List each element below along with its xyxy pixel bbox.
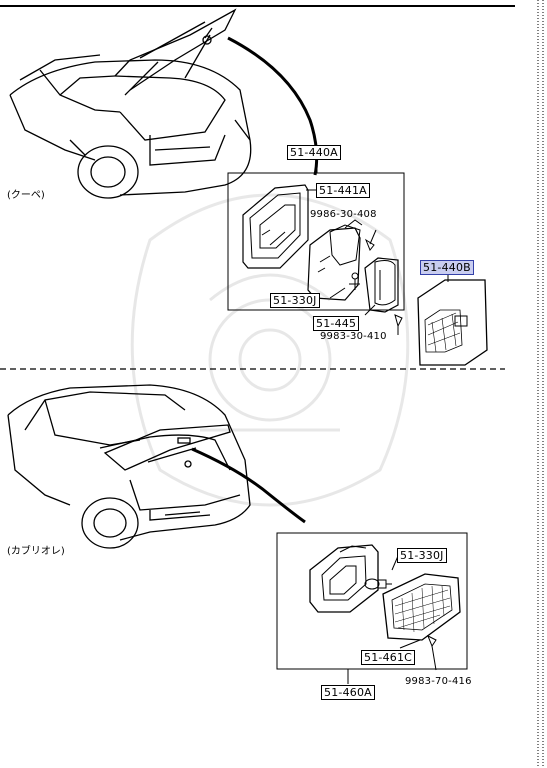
part-number-upper-bracket-screw[interactable]: 9983-30-410 [320, 331, 387, 342]
part-label-upper-lens-highlighted[interactable]: 51-440B [420, 260, 474, 275]
part-label-upper-assembly[interactable]: 51-440A [287, 145, 341, 160]
part-label-upper-housing[interactable]: 51-441A [316, 183, 370, 198]
part-label-lower-bulb[interactable]: 51-330J [397, 548, 447, 563]
variant-label-coupe: (クーペ) [7, 190, 45, 201]
coupe-car-illustration [9, 8, 252, 199]
part-number-lower-screw[interactable]: 9983-70-416 [405, 676, 472, 687]
lower-assembly-frame [276, 532, 468, 670]
part-number-upper-screw[interactable]: 9986-30-408 [310, 209, 377, 220]
variant-label-cabriolet: (カブリオレ) [7, 546, 65, 557]
part-label-upper-bracket[interactable]: 51-445 [313, 316, 360, 331]
cabriolet-leader-curve [191, 447, 306, 524]
cabriolet-car-illustration [7, 384, 251, 549]
upper-assembly-frame [227, 172, 405, 311]
part-label-upper-bulb[interactable]: 51-330J [270, 293, 320, 308]
part-label-lower-assembly[interactable]: 51-460A [321, 685, 375, 700]
part-label-lower-lens[interactable]: 51-461C [361, 650, 416, 665]
